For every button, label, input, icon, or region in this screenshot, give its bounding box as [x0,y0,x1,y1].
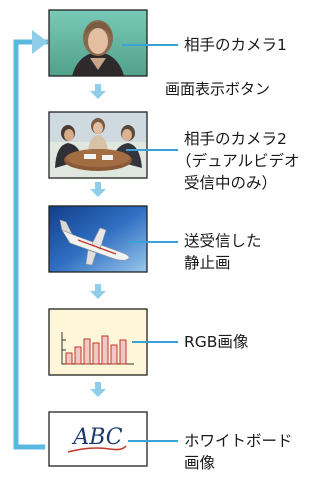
whiteboard-text: ABC [71,425,122,450]
meeting-group-icon [55,118,142,171]
screen-thumb-5: ABC [48,411,148,467]
down-arrow-2 [90,182,106,197]
whiteboard-abc-icon: ABC [67,425,127,453]
flow-arrows [90,84,106,397]
label-still-image: 送受信した 静止画 [184,232,262,272]
screen-thumb-3 [48,205,148,273]
down-arrow-4 [90,382,106,397]
label-remote-camera-1: 相手のカメラ1 [184,36,287,54]
cycle-loop-line [13,39,48,450]
cycle-return-arrow [32,30,48,54]
screen-thumb-2 [48,111,148,179]
person-portrait-icon [72,20,124,76]
bar-chart-icon [61,332,134,365]
down-arrow-3 [90,284,106,299]
label-remote-camera-2: 相手のカメラ2 （デュアルビデオ 受信中のみ） [176,130,300,192]
screen-thumb-1 [48,9,148,77]
label-whiteboard-image: ホワイトボード 画像 [184,432,293,472]
airplane-icon [59,219,130,266]
screen-display-button-label: 画面表示ボタン [165,80,271,98]
label-rgb-image: RGB画像 [184,333,249,351]
connectors [122,44,178,442]
screen-thumb-4 [48,308,148,376]
down-arrow-1 [90,84,106,99]
